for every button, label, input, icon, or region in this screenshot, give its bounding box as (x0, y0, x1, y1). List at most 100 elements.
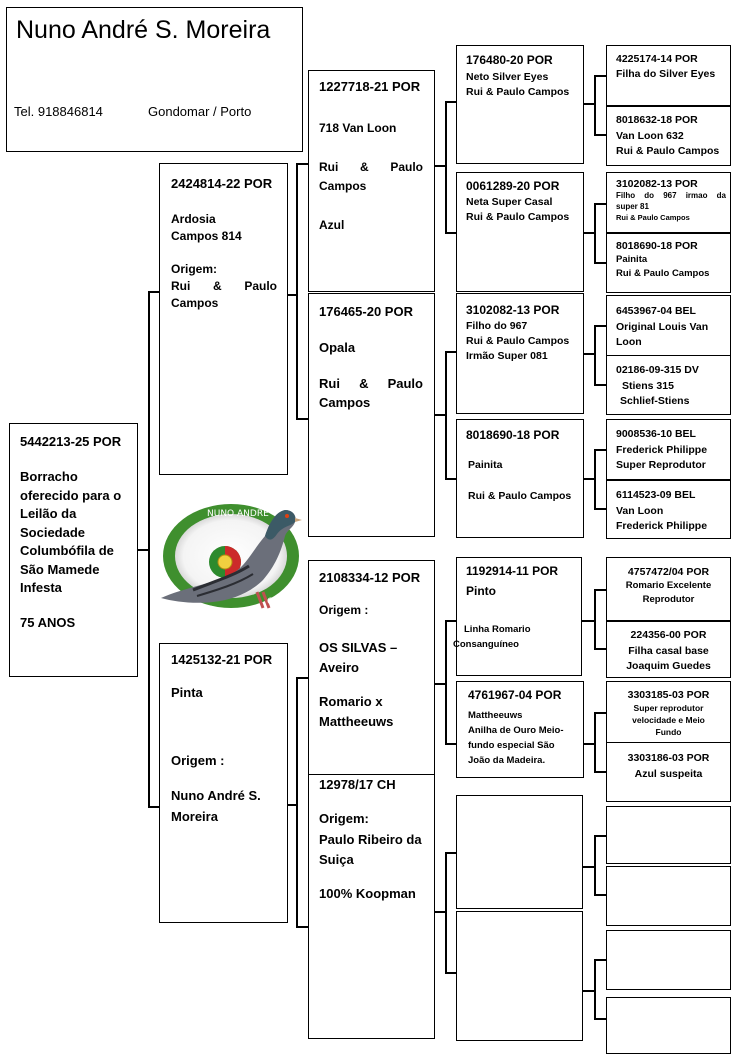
f2-box: 3303186-03 POR Azul suspeita (606, 742, 731, 802)
f1-line-1: Super reprodutor (633, 703, 704, 713)
e1-ring: 4757472/04 POR (627, 566, 710, 578)
ss-breeder-line2: Campos (319, 179, 367, 193)
subject-desc-2: oferecido para o (20, 487, 122, 503)
ds-cross-1: Romario x (319, 694, 383, 709)
a2-box: 8018632-18 POR Van Loon 632 Rui & Paulo … (606, 106, 731, 166)
ssd-line-1: Neta Super Casal (466, 196, 553, 208)
logo-text-right: GLOW (267, 597, 295, 607)
sdd-ring: 8018690-18 POR (466, 428, 560, 442)
c1-line-1: Original Louis Van (616, 320, 709, 333)
b2-ring: 8018690-18 POR (616, 240, 698, 252)
dsd-ring: 4761967-04 POR (468, 688, 562, 702)
dsd-line-4: João da Madeira. (468, 755, 546, 766)
sss-line-2: Rui & Paulo Campos (466, 86, 570, 98)
sire-origin-w2: & (213, 279, 222, 293)
dam-origin-1: Nuno André S. (171, 788, 261, 803)
c2-line-2: Schlief-Stiens (620, 395, 690, 407)
ds-ring: 2108334-12 POR (319, 570, 421, 585)
ds-cross-2: Mattheeuws (319, 714, 394, 729)
dd-origin-2: Suiça (319, 852, 354, 867)
loft-logo: NUNO ANDRÉ LOFT GLOW (153, 500, 303, 620)
sd-breeder-line2: Campos (319, 395, 371, 410)
dsd-box: 4761967-04 POR Mattheeuws Anilha de Ouro… (456, 681, 584, 778)
ss-breeder-w3: Paulo (390, 160, 423, 174)
dsd-line-3: fundo especial São (468, 740, 555, 751)
b1-line-3: Rui & Paulo Campos (616, 213, 690, 222)
sds-line-1: Filho do 967 (466, 320, 528, 332)
dss-name: Pinto (466, 584, 496, 598)
dsd-line-1: Mattheeuws (468, 710, 523, 721)
a2-line-1: Van Loon 632 (616, 129, 684, 142)
ddd-empty-box-2 (456, 911, 583, 1041)
c2-line-1: Stiens 315 (622, 379, 674, 392)
dd-box: 12978/17 CH Origem: Paulo Ribeiro da Sui… (308, 774, 435, 1039)
sss-box: 176480-20 POR Neto Silver Eyes Rui & Pau… (456, 45, 584, 164)
f1-box: 3303185-03 POR Super reprodutor velocida… (606, 681, 731, 743)
sdd-name: Painita (468, 459, 503, 471)
sd-box: 176465-20 POR Opala Rui & Paulo Campos (308, 293, 435, 537)
sds-ring: 3102082-13 POR (466, 303, 560, 317)
owner-header: Nuno André S. Moreira Tel. 918846814 Gon… (6, 7, 303, 152)
g2-empty-box (606, 866, 731, 926)
ss-color: Azul (319, 218, 345, 232)
ss-ring: 1227718-21 POR (319, 79, 421, 94)
ds-origin-2: Aveiro (319, 660, 359, 675)
owner-name: Nuno André S. Moreira (16, 16, 271, 44)
c2-box: 02186-09-315 DV Stiens 315 Schlief-Stien… (606, 355, 731, 415)
sire-origin-label: Origem: (171, 262, 218, 276)
dam-ring: 1425132-21 POR (171, 652, 273, 667)
e2-box: 224356-00 POR Filha casal base Joaquim G… (606, 621, 731, 678)
ssd-box: 0061289-20 POR Neta Super Casal Rui & Pa… (456, 172, 584, 292)
ds-origin-1: OS SILVAS – (319, 640, 398, 655)
sdd-breeder: Rui & Paulo Campos (468, 490, 572, 502)
f1-line-2: velocidade e Meio (632, 715, 705, 725)
dd-origin-label: Origem: (319, 811, 369, 826)
subject-desc-7: Infesta (20, 580, 62, 595)
a1-box: 4225174-14 POR Filha do Silver Eyes (606, 45, 731, 106)
a2-ring: 8018632-18 POR (616, 114, 698, 126)
sire-origin-w3: Paulo (244, 279, 277, 293)
subject-ring: 5442213-25 POR (20, 434, 122, 449)
d2-box: 6114523-09 BEL Van Loon Frederick Philip… (606, 480, 731, 539)
ss-breeder-w1: Rui (319, 160, 339, 174)
b1-line-2: super 81 (616, 202, 649, 211)
subject-desc-4: Sociedade (20, 524, 86, 540)
d1-line-1: Frederick Philippe (616, 443, 708, 456)
sds-line-3: Irmão Super 081 (466, 350, 548, 362)
sd-ring: 176465-20 POR (319, 304, 413, 319)
d2-ring: 6114523-09 BEL (616, 489, 696, 501)
dam-name: Pinta (171, 685, 203, 700)
owner-phone: Tel. 918846814 (14, 104, 103, 119)
b1-line-1: Filho do 967 irmao da (616, 191, 726, 200)
c2-ring: 02186-09-315 DV (616, 364, 699, 376)
dd-ring: 12978/17 CH (319, 777, 396, 792)
b1-box: 3102082-13 POR Filho do 967 irmao da sup… (606, 172, 731, 233)
c1-ring: 6453967-04 BEL (616, 305, 696, 317)
b2-line-2: Rui & Paulo Campos (616, 268, 710, 279)
subject-desc-6: São Mamede (20, 561, 100, 577)
d1-ring: 9008536-10 BEL (616, 428, 696, 440)
sire-name-1: Ardosia (171, 212, 216, 226)
ds-box: 2108334-12 POR Origem : OS SILVAS – Avei… (308, 560, 435, 776)
g1-empty-box (606, 806, 731, 864)
dss-line-1: Linha Romario (464, 624, 531, 635)
c1-box: 6453967-04 BEL Original Louis Van Loon (606, 295, 731, 357)
a1-ring: 4225174-14 POR (616, 53, 698, 65)
f1-line-3: Fundo (655, 727, 682, 737)
dss-box: 1192914-11 POR Pinto Linha Romario Consa… (453, 557, 582, 676)
h1-empty-box (606, 930, 731, 990)
e1-line-2: Reprodutor (642, 594, 695, 605)
subject-box: 5442213-25 POR Borracho oferecido para o… (9, 423, 138, 677)
ss-breeder-w2: & (360, 160, 369, 174)
sd-breeder-w2: & (359, 376, 369, 391)
c1-line-2: Loon (616, 336, 642, 348)
dsd-line-2: Anilha de Ouro Meio- (468, 725, 564, 736)
d1-box: 9008536-10 BEL Frederick Philippe Super … (606, 419, 731, 480)
dss-line-2: Consanguíneo (453, 639, 519, 650)
logo-text-left: LOFT (189, 605, 212, 615)
d2-line-1: Van Loon (616, 504, 664, 517)
b2-line-1: Painita (616, 254, 648, 265)
dam-box: 1425132-21 POR Pinta Origem : Nuno André… (159, 643, 288, 923)
sire-origin-w1: Rui (171, 279, 191, 293)
b2-box: 8018690-18 POR Painita Rui & Paulo Campo… (606, 233, 731, 293)
